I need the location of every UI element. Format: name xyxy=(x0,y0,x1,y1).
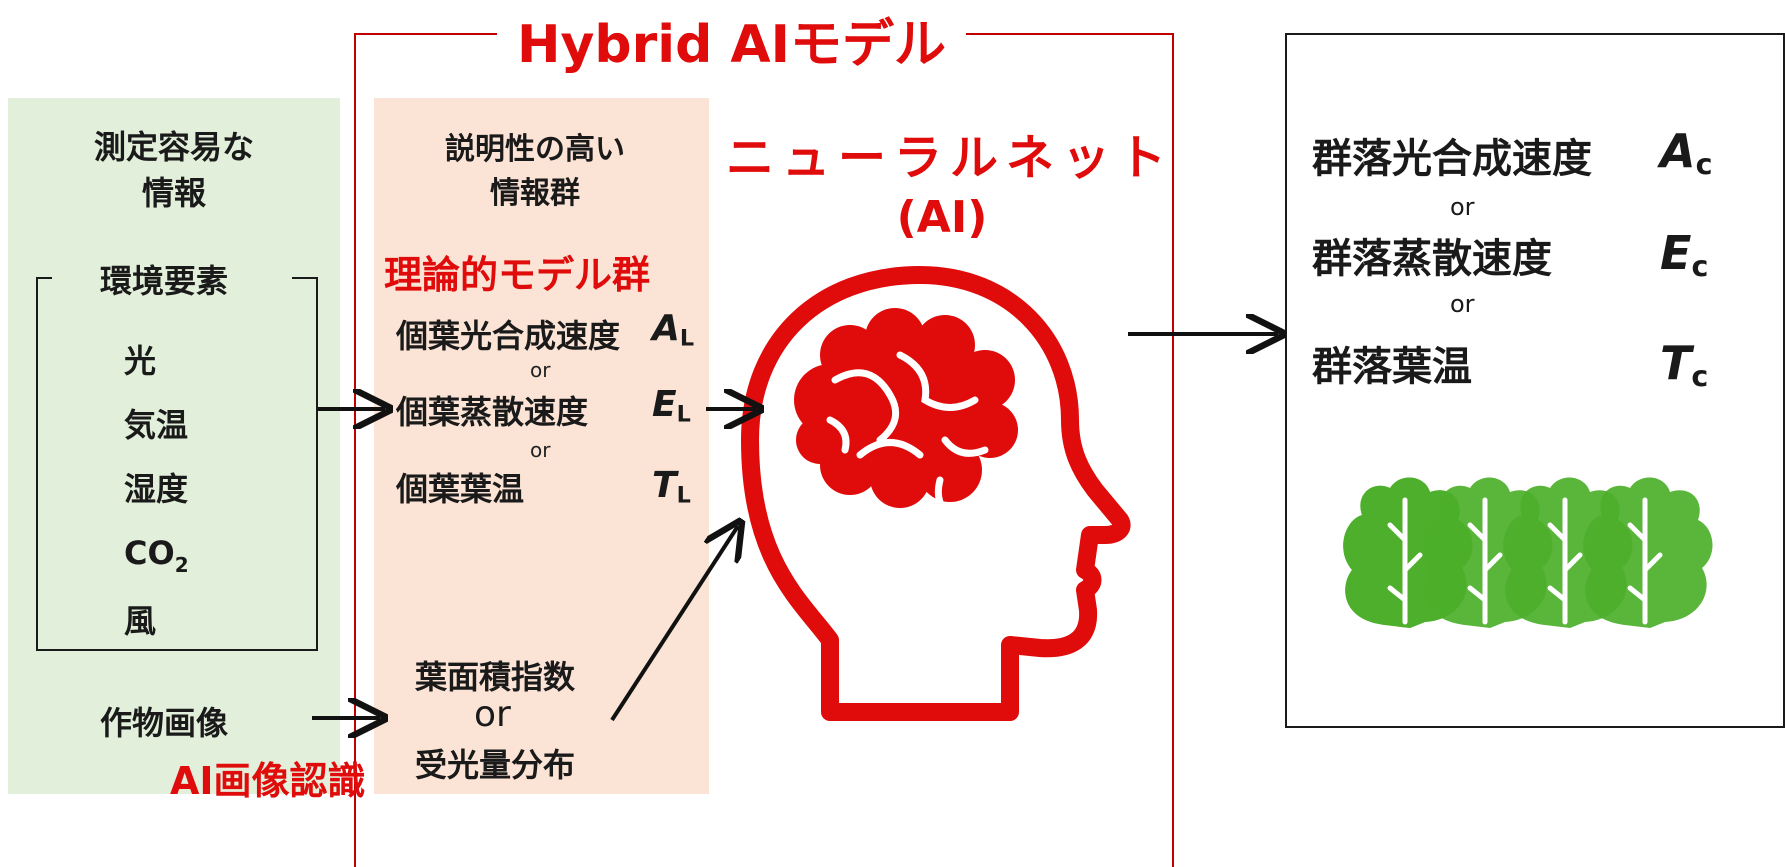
measurable-info-header: 測定容易な 情報 xyxy=(93,128,254,212)
env-factors-box xyxy=(36,277,318,651)
canopy-transpiration-label: 群落蒸散速度 xyxy=(1312,236,1552,282)
leaf-temperature-label: 個葉葉温 xyxy=(396,470,525,508)
crop-image-label: 作物画像 xyxy=(100,704,229,742)
env-bracket-top-right xyxy=(292,277,316,279)
env-factors-title: 環境要素 xyxy=(100,262,229,300)
canopy-photosynthesis-label: 群落光合成速度 xyxy=(1312,136,1592,182)
leaf-area-index-label: 葉面積指数 xyxy=(415,658,576,696)
or-label: or xyxy=(1450,193,1475,221)
canopy-photosynthesis-symbol: Ac xyxy=(1660,124,1713,182)
leaf-transpiration-symbol: EL xyxy=(652,384,691,428)
brain-folds xyxy=(826,351,989,514)
env-bracket-top-left xyxy=(36,277,52,279)
ai-image-recognition-label: AI画像認識 xyxy=(170,759,366,803)
output-box xyxy=(1285,33,1785,728)
canopy-transpiration-symbol: Ec xyxy=(1660,226,1709,284)
lai-to-nn-arrow xyxy=(610,526,738,722)
hybrid-ai-title: Hybrid AIモデル xyxy=(497,2,967,77)
env-item-co2: CO2 xyxy=(124,534,189,577)
explainable-info-panel xyxy=(374,98,709,794)
canopy-temperature-symbol: Tc xyxy=(1660,336,1709,394)
leaf-transpiration-label: 個葉蒸散速度 xyxy=(396,393,589,431)
co2-subscript: 2 xyxy=(174,553,189,577)
env-item-wind: 風 xyxy=(124,602,157,640)
neural-net-subtitle: (AI) xyxy=(896,192,988,243)
or-label: or xyxy=(1450,290,1475,318)
leaf-photosynthesis-label: 個葉光合成速度 xyxy=(396,317,621,355)
or-label: or xyxy=(530,358,551,382)
light-distribution-label: 受光量分布 xyxy=(415,746,576,784)
env-item-light: 光 xyxy=(124,342,157,380)
theory-model-title: 理論的モデル群 xyxy=(384,253,651,297)
leaf-temperature-symbol: TL xyxy=(652,465,691,509)
env-item-humidity: 湿度 xyxy=(124,470,189,508)
env-item-temperature: 気温 xyxy=(124,406,189,444)
canopy-temperature-label: 群落葉温 xyxy=(1312,344,1472,390)
or-large-label: or xyxy=(474,694,511,735)
or-label: or xyxy=(530,438,551,462)
measurable-info-panel xyxy=(8,98,340,794)
neural-net-title: ニューラルネット xyxy=(726,130,1175,186)
leaf-photosynthesis-symbol: AL xyxy=(652,308,695,352)
explainable-info-header: 説明性の高い 情報群 xyxy=(445,132,625,211)
